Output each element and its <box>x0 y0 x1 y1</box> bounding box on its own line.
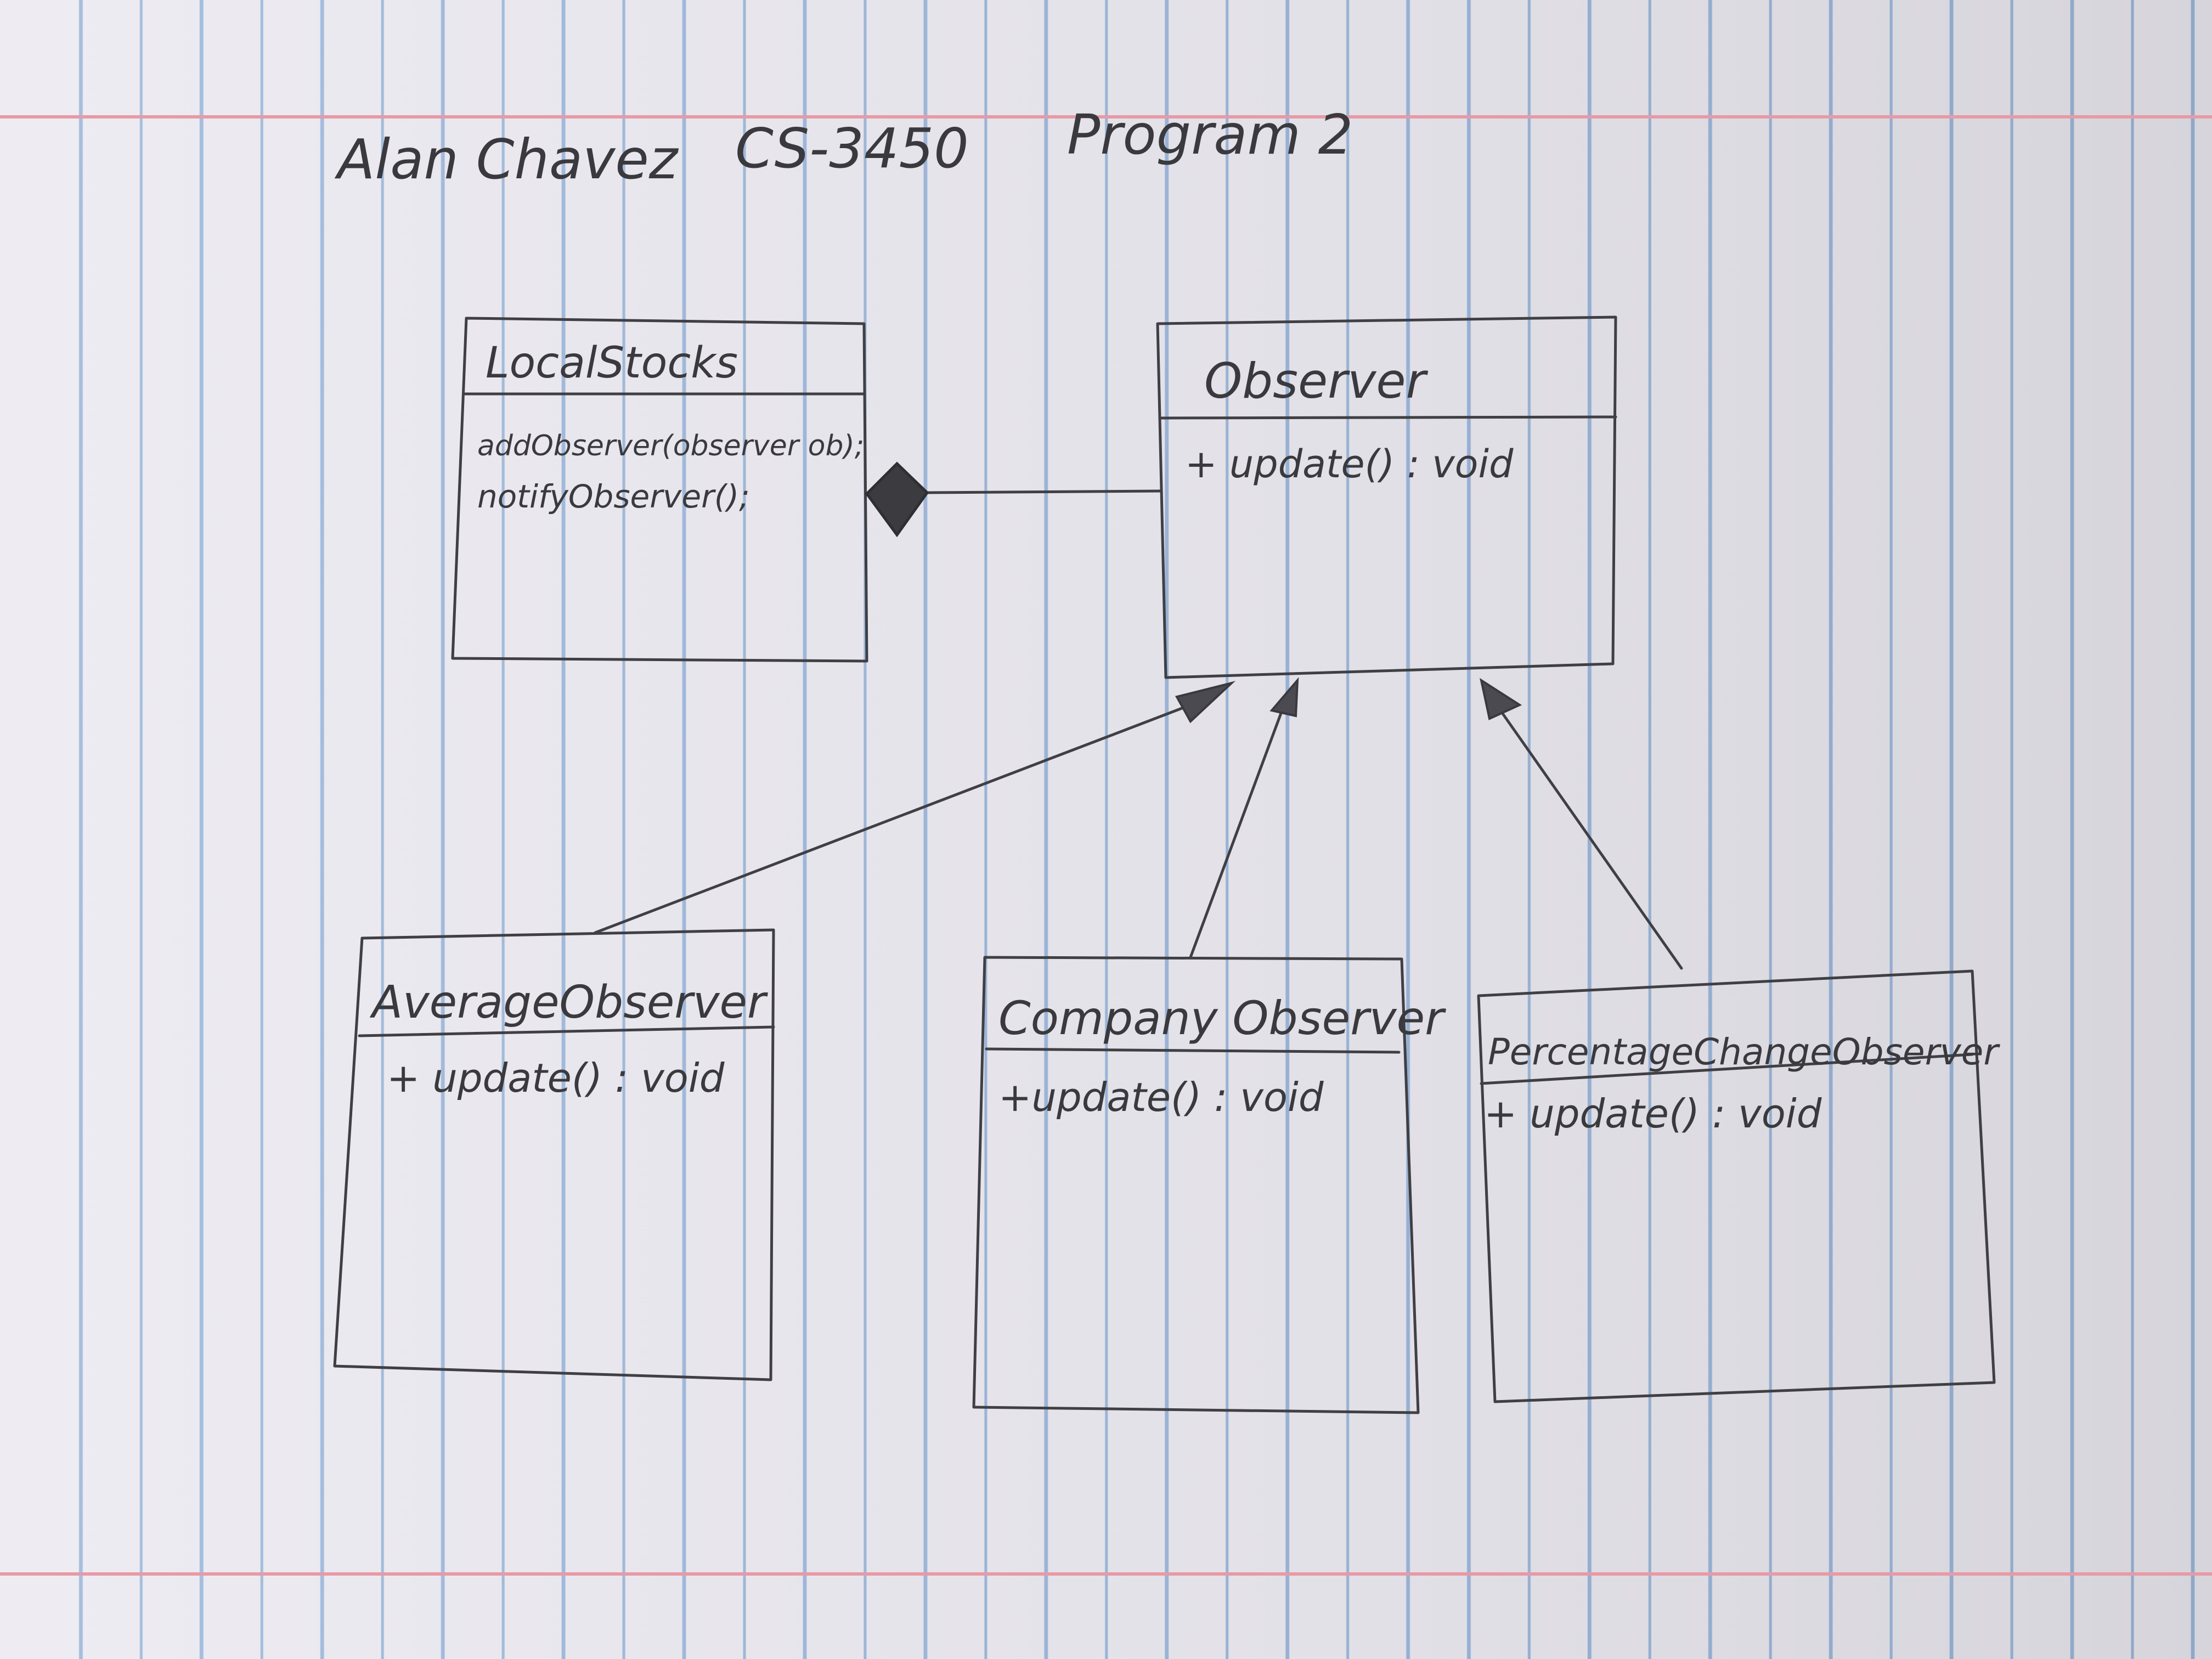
name-divider <box>358 1025 775 1037</box>
class-percentage-change-observer: PercentageChangeObserver + update() : vo… <box>1477 969 2000 1403</box>
method-add-observer: addObserver(observer ob); <box>477 430 864 462</box>
class-box <box>1477 969 1996 1403</box>
class-box <box>333 928 775 1381</box>
inheritance-arrowhead-icon <box>1480 678 1522 720</box>
class-name: LocalStocks <box>486 338 738 388</box>
class-name: AverageObserver <box>369 977 768 1029</box>
method-notify-observer: notifyObserver(); <box>477 478 750 515</box>
method-update: + update() : void <box>387 1055 725 1101</box>
inheritance-line <box>1189 712 1283 959</box>
assignment-title: Program 2 <box>1067 103 1353 167</box>
name-divider <box>985 1047 1401 1054</box>
author-name: Alan Chavez <box>334 127 679 191</box>
inheritance-line <box>594 703 1192 934</box>
composition-connector <box>865 461 1162 538</box>
class-name: Observer <box>1204 353 1429 409</box>
method-update: + update() : void <box>1484 1091 1822 1137</box>
class-box <box>972 956 1420 1414</box>
method-update: +update() : void <box>998 1074 1324 1120</box>
filled-diamond-icon <box>865 461 929 538</box>
inheritance-arrowhead-icon <box>1269 677 1299 718</box>
inheritance-connector-company <box>1189 677 1299 959</box>
class-name: PercentageChangeObserver <box>1488 1031 2000 1073</box>
class-company-observer: Company Observer +update() : void <box>972 956 1446 1414</box>
method-update: + update() : void <box>1185 442 1514 487</box>
class-box <box>1156 315 1617 679</box>
inheritance-connector-percentage <box>1480 678 1683 970</box>
class-local-stocks: LocalStocks addObserver(observer ob); no… <box>451 317 868 663</box>
inheritance-connector-average <box>594 681 1236 934</box>
class-name: Company Observer <box>998 991 1446 1045</box>
class-observer: Observer + update() : void <box>1156 315 1617 679</box>
red-margin-line-top <box>0 115 2212 119</box>
class-box <box>451 317 868 663</box>
course-code: CS-3450 <box>735 116 969 180</box>
inheritance-arrowhead-icon <box>1175 681 1236 724</box>
name-divider <box>1480 1053 1974 1085</box>
red-margin-line-bottom <box>0 1572 2212 1576</box>
composition-line <box>926 489 1162 494</box>
name-divider <box>1159 415 1617 420</box>
inheritance-line <box>1499 709 1683 970</box>
class-average-observer: AverageObserver + update() : void <box>333 928 775 1381</box>
